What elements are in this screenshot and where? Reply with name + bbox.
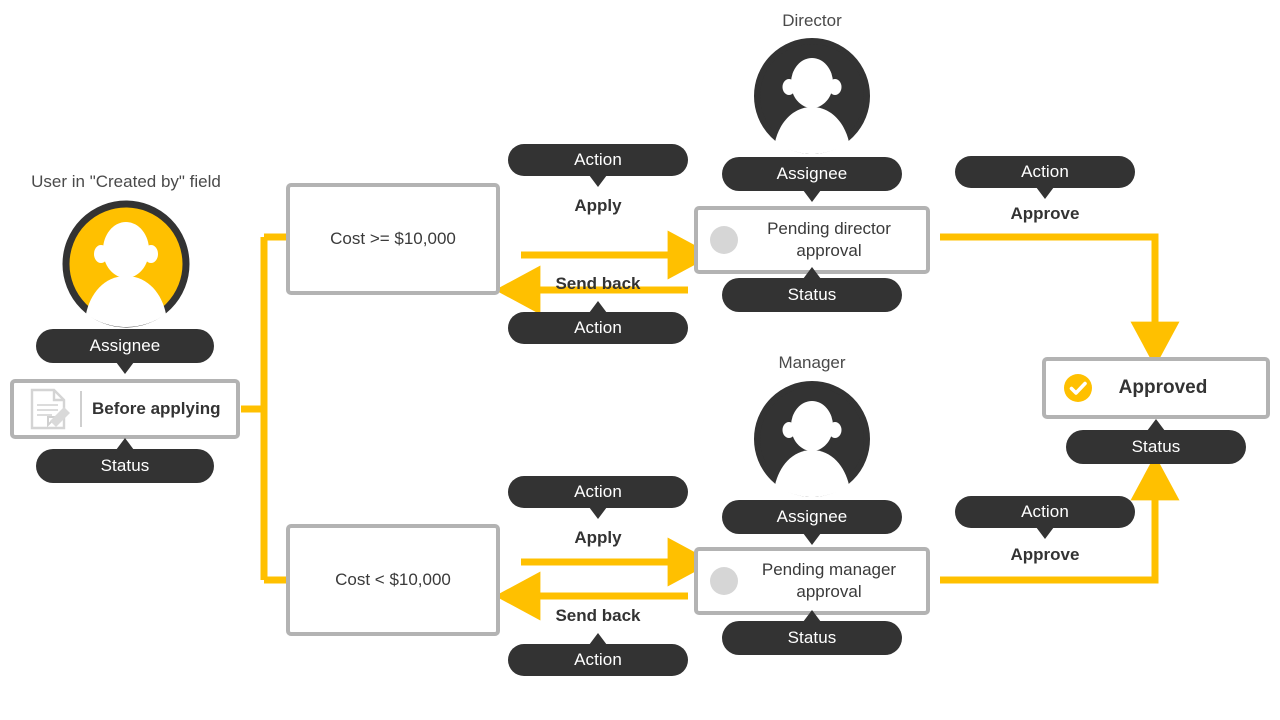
before-applying-box: Before applying xyxy=(10,379,240,439)
approved-label: Approved xyxy=(1118,377,1208,398)
requester-status-pill: Status xyxy=(36,438,214,483)
pill-tail xyxy=(803,190,821,202)
user-avatar-icon xyxy=(60,198,192,330)
status-box-pending-manager: Pending manager approval xyxy=(694,547,930,615)
manager-apply-label: Apply xyxy=(574,528,622,547)
pill-tail xyxy=(589,301,607,313)
director-assignee-pill: Assignee xyxy=(722,157,902,202)
before-applying-label: Before applying xyxy=(92,399,221,418)
check-circle-icon xyxy=(1064,374,1092,402)
manager-sendback-action-label: Action xyxy=(574,650,622,669)
manager-assignee-pill: Assignee xyxy=(722,500,902,545)
manager-approve-label: Approve xyxy=(1010,545,1080,564)
pill-tail xyxy=(1036,187,1054,199)
manager-approve-path xyxy=(940,454,1180,584)
pending-dot-icon xyxy=(710,567,738,595)
requester-caption: User in "Created by" field xyxy=(31,172,221,191)
director-approve-label: Approve xyxy=(1010,204,1080,223)
condition-box-manager: Cost < $10,000 xyxy=(286,524,500,636)
final-status-label: Status xyxy=(1131,437,1181,456)
director-sendback-action-pill: Action xyxy=(508,301,688,344)
pill-tail xyxy=(589,175,607,187)
requester-assignee-label: Assignee xyxy=(89,336,161,355)
requester-assignee-pill: Assignee xyxy=(36,329,214,374)
condition-text-director: Cost >= $10,000 xyxy=(330,229,456,248)
manager-avatar-icon xyxy=(752,379,872,499)
manager-status-pill: Status xyxy=(722,610,902,655)
director-sendback-label: Send back xyxy=(555,274,641,293)
manager-assignee-label: Assignee xyxy=(776,507,848,526)
pill-tail xyxy=(589,633,607,645)
document-edit-icon xyxy=(30,388,70,430)
pending-manager-label: Pending manager approval xyxy=(761,560,897,601)
approved-box: Approved xyxy=(1042,357,1270,419)
pending-dot-icon xyxy=(710,226,738,254)
pill-tail xyxy=(803,267,821,279)
director-status-label: Status xyxy=(787,285,837,304)
final-status-pill: Status xyxy=(1066,419,1246,464)
director-avatar-icon xyxy=(752,36,872,156)
pill-tail xyxy=(116,438,134,450)
manager-sendback-label: Send back xyxy=(555,606,641,625)
director-caption: Director xyxy=(782,11,842,30)
status-box-pending-director: Pending director approval xyxy=(694,206,930,274)
pill-tail xyxy=(803,533,821,545)
manager-caption: Manager xyxy=(778,353,846,372)
manager-approve-action-pill: Action xyxy=(955,496,1135,539)
director-assignee-label: Assignee xyxy=(776,164,848,183)
director-apply-action-pill: Action xyxy=(508,144,688,187)
director-apply-label: Apply xyxy=(574,196,622,215)
manager-approve-action-label: Action xyxy=(1021,502,1069,521)
requester-status-label: Status xyxy=(100,456,150,475)
pill-tail xyxy=(1147,419,1165,431)
icon-divider xyxy=(80,391,82,427)
pill-tail xyxy=(116,362,134,374)
manager-apply-action-pill: Action xyxy=(508,476,688,519)
manager-sendback-action-pill: Action xyxy=(508,633,688,676)
director-sendback-action-label: Action xyxy=(574,318,622,337)
manager-status-label: Status xyxy=(787,628,837,647)
pill-tail xyxy=(1036,527,1054,539)
pill-tail xyxy=(589,507,607,519)
director-apply-action-label: Action xyxy=(574,150,622,169)
director-approve-action-label: Action xyxy=(1021,162,1069,181)
manager-apply-action-label: Action xyxy=(574,482,622,501)
director-approve-action-pill: Action xyxy=(955,156,1135,199)
director-approve-path xyxy=(940,233,1180,368)
condition-box-director: Cost >= $10,000 xyxy=(286,183,500,295)
condition-text-manager: Cost < $10,000 xyxy=(335,570,451,589)
director-status-pill: Status xyxy=(722,267,902,312)
pill-tail xyxy=(803,610,821,622)
fork-connector xyxy=(241,233,288,584)
pending-director-label: Pending director approval xyxy=(767,219,891,260)
